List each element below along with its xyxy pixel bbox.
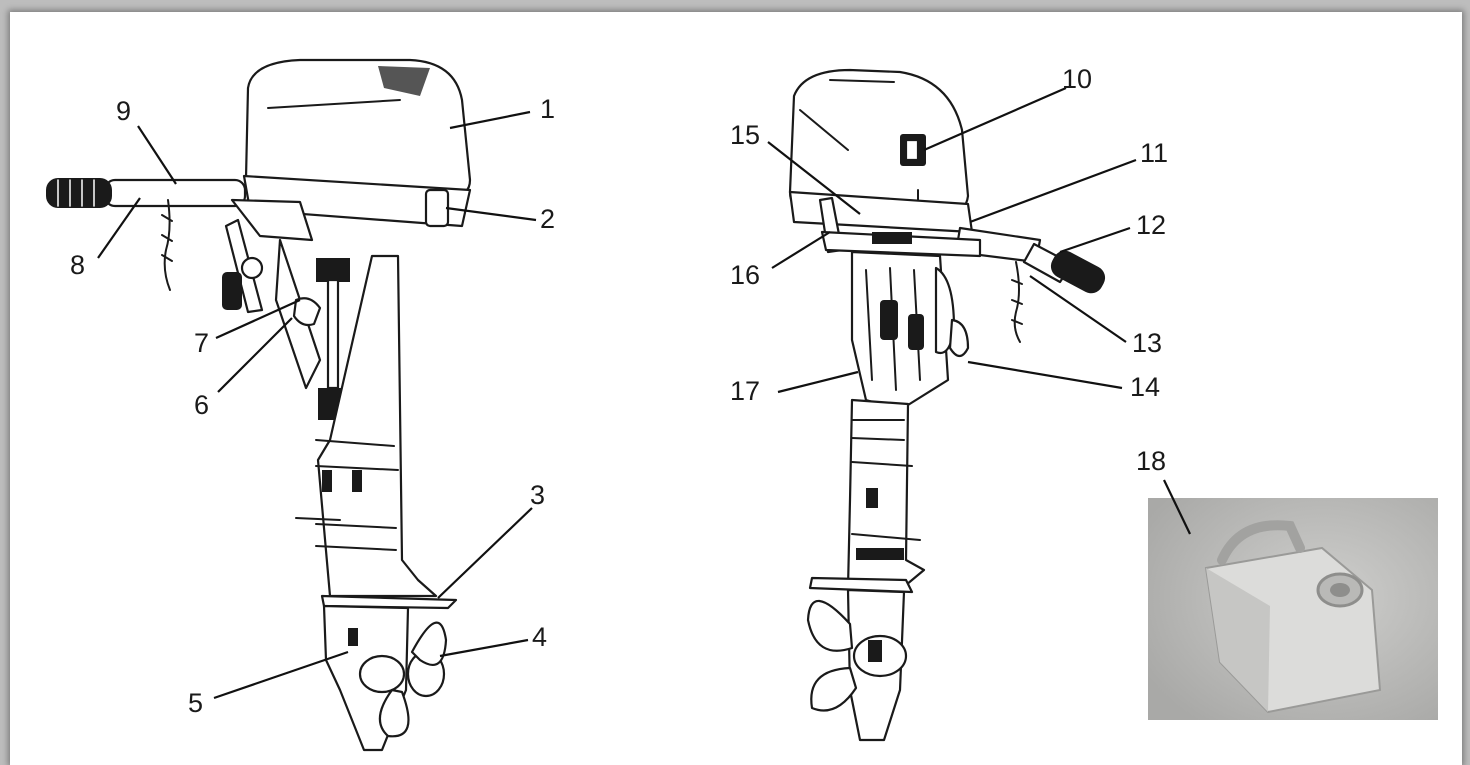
fuel-tank-photo: [1148, 498, 1438, 720]
callout-3: 3: [530, 480, 545, 510]
callout-18: 18: [1136, 446, 1166, 476]
callout-12: 12: [1136, 210, 1166, 240]
left-outboard-motor: [46, 58, 472, 752]
callout-6: 6: [194, 390, 209, 420]
callout-11: 11: [1140, 138, 1168, 168]
callout-13: 13: [1132, 328, 1162, 358]
leader-lines: [97, 86, 1191, 700]
callout-14: 14: [1130, 372, 1160, 402]
right-outboard-motor: [788, 68, 1106, 742]
callout-10: 10: [1062, 64, 1092, 94]
callout-8: 8: [70, 250, 85, 280]
callout-15: 15: [730, 120, 760, 150]
callout-labels: 1 2 3 4 5 6 7 8 9 10 11 12 13 14 15 16 1…: [70, 64, 1168, 718]
callout-7: 7: [194, 328, 209, 358]
callout-5: 5: [188, 688, 203, 718]
callout-17: 17: [730, 376, 760, 406]
callout-1: 1: [540, 94, 555, 124]
callout-9: 9: [116, 96, 131, 126]
callout-2: 2: [540, 204, 555, 234]
callout-4: 4: [532, 622, 547, 652]
callout-16: 16: [730, 260, 760, 290]
